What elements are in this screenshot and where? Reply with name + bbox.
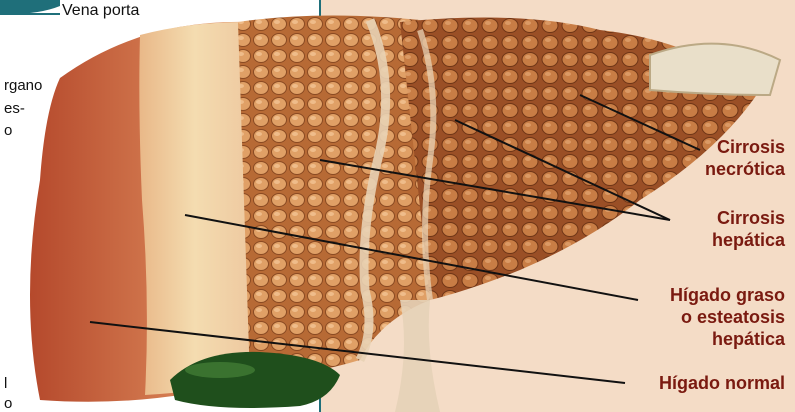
label-line: hepática bbox=[670, 328, 785, 350]
label-line: o esteatosis bbox=[670, 306, 785, 328]
cirrosis-hepatica-label: Cirrosis hepática bbox=[712, 207, 785, 251]
side-text-fragment: rgano bbox=[4, 76, 42, 95]
side-text-fragment: l bbox=[4, 374, 7, 393]
ligament-tip bbox=[650, 44, 780, 95]
label-line: hepática bbox=[712, 229, 785, 251]
label-line: Cirrosis bbox=[705, 136, 785, 158]
label-line: Cirrosis bbox=[712, 207, 785, 229]
higado-graso-label: Hígado graso o esteatosis hepática bbox=[670, 284, 785, 350]
label-line: necrótica bbox=[705, 158, 785, 180]
label-line: Hígado graso bbox=[670, 284, 785, 306]
cirrosis-necrotica-label: Cirrosis necrótica bbox=[705, 136, 785, 180]
higado-normal-label: Hígado normal bbox=[659, 372, 785, 394]
vena-porta-label: Vena porta bbox=[62, 2, 139, 20]
side-text-fragment: o bbox=[4, 394, 12, 412]
side-text-fragment: es- bbox=[4, 99, 25, 118]
side-text-fragment: o bbox=[4, 121, 12, 140]
